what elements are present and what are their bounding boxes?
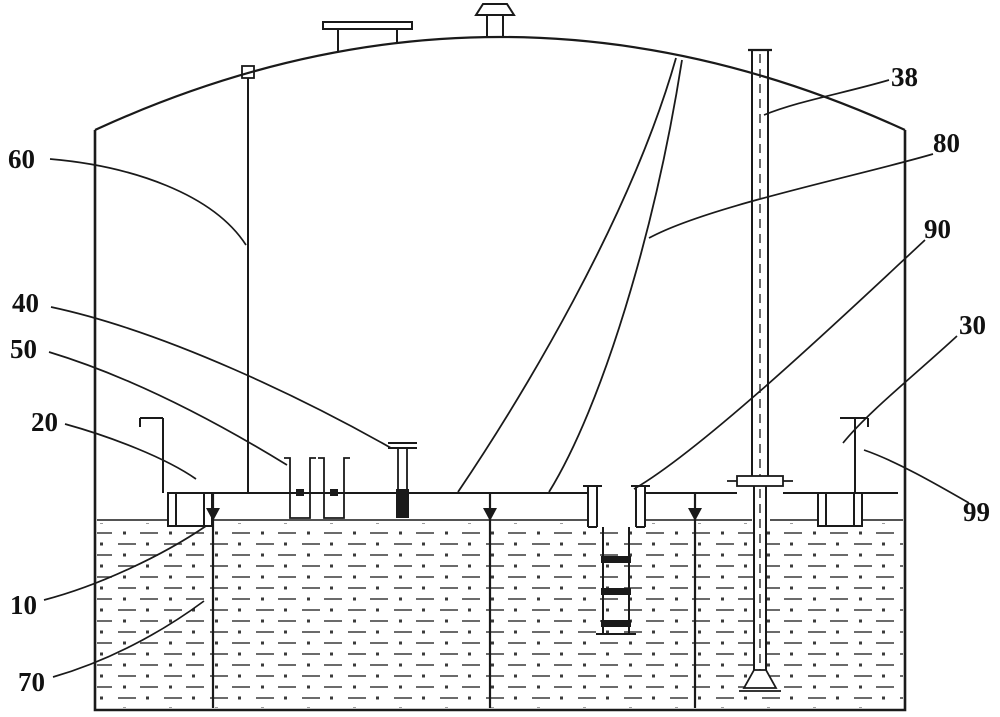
ref-label-50: 50 xyxy=(10,334,37,364)
deck-channel-2 xyxy=(318,457,350,519)
leg-lines xyxy=(211,493,697,708)
ref-label-40: 40 xyxy=(12,288,39,318)
leader-10 xyxy=(43,525,207,601)
roof-manhole-neck xyxy=(337,29,398,51)
leader-lines xyxy=(43,79,970,678)
ref-label-30: 30 xyxy=(959,310,986,340)
pipe-bottom-funnel xyxy=(742,669,778,689)
ref-label-10: 10 xyxy=(10,590,37,620)
deck-post-cap xyxy=(388,442,417,449)
channel-1-seal xyxy=(296,489,304,496)
ref-label-99: 99 xyxy=(963,497,990,527)
liquid-hatch-area xyxy=(97,523,903,708)
deck-rim-box-left xyxy=(167,492,213,527)
roof-manhole-cover xyxy=(322,21,413,30)
ref-label-80: 80 xyxy=(933,128,960,158)
pipe-mask xyxy=(753,486,767,671)
cable-line-right xyxy=(548,59,683,493)
leader-70 xyxy=(52,600,205,678)
level-symbol xyxy=(688,508,702,521)
ladder-rung xyxy=(601,588,631,595)
ladder-rung xyxy=(601,620,631,627)
guide-column-60 xyxy=(241,65,255,493)
ladder-rails xyxy=(602,527,630,634)
pipe-lower-walls xyxy=(753,486,767,670)
ref-label-38: 38 xyxy=(891,62,918,92)
support-legs xyxy=(206,493,702,708)
leader-90 xyxy=(633,239,926,490)
deck-post-seal xyxy=(396,489,409,518)
leader-38 xyxy=(763,79,890,116)
tank-walls-and-bottom xyxy=(93,130,907,712)
ref-label-70: 70 xyxy=(18,667,45,697)
deck-ladder xyxy=(596,527,636,635)
leader-80 xyxy=(648,153,934,239)
gauge-pipe-38 xyxy=(727,48,793,692)
cable-80 xyxy=(457,57,683,493)
pipe-upper-walls xyxy=(751,50,769,476)
leader-99 xyxy=(863,449,970,504)
dome-roof-arc xyxy=(94,35,906,131)
roof-fittings xyxy=(322,3,516,51)
deck-manway-90 xyxy=(583,485,650,528)
cable-line-left xyxy=(457,57,677,493)
tank-shell xyxy=(93,35,907,712)
ref-label-90: 90 xyxy=(924,214,951,244)
leader-30 xyxy=(842,335,958,444)
wall-bracket-left xyxy=(139,417,164,493)
channel-2-seal xyxy=(330,489,338,496)
level-symbol xyxy=(483,508,497,521)
roof-vent-cap xyxy=(474,3,516,16)
floating-deck xyxy=(139,417,898,527)
ref-labels: 60 38 80 90 30 99 40 50 20 10 70 xyxy=(8,62,990,697)
ladder-rung xyxy=(601,556,631,563)
stored-liquid xyxy=(97,519,903,708)
roof-vent-stem xyxy=(486,15,504,37)
deck-post-stem xyxy=(397,448,408,489)
ref-label-60: 60 xyxy=(8,144,35,174)
deck-channel-1 xyxy=(284,457,316,519)
level-symbol xyxy=(206,508,220,521)
deck-fittings xyxy=(284,442,650,528)
leader-60 xyxy=(49,158,247,246)
leader-20 xyxy=(64,423,197,480)
leader-50 xyxy=(48,351,288,466)
leader-40 xyxy=(50,306,392,449)
pipe-deck-flange xyxy=(736,475,784,487)
deck-rim-box-right xyxy=(817,492,863,527)
ref-label-20: 20 xyxy=(31,407,58,437)
